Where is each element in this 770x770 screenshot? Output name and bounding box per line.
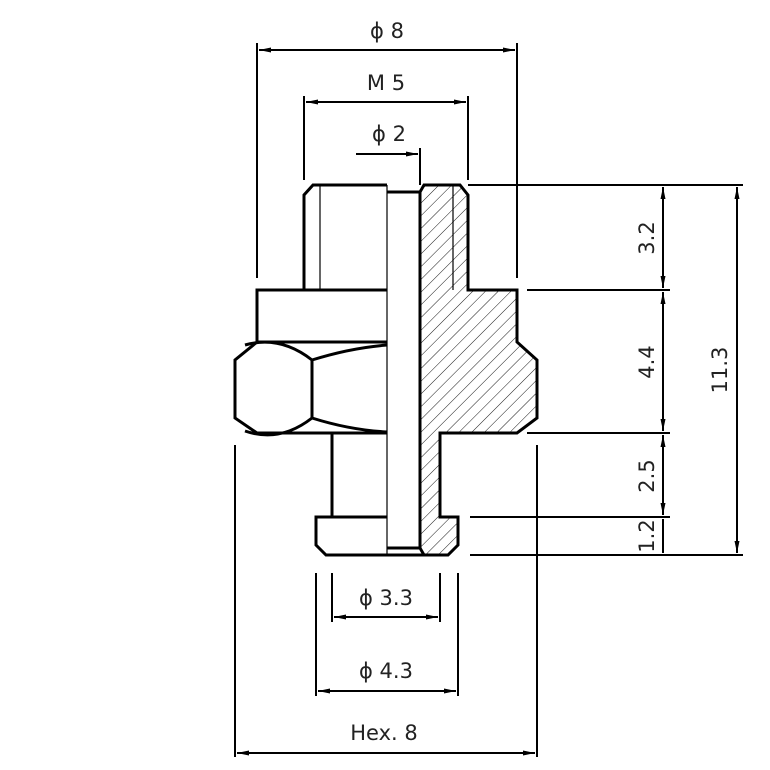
label-thread: M 5 bbox=[367, 71, 405, 95]
hex-face-left bbox=[244, 340, 314, 437]
label-hex: Hex. 8 bbox=[350, 721, 417, 745]
label-overall-length: 11.3 bbox=[708, 347, 732, 394]
hex-outline bbox=[233, 340, 387, 435]
extension-lines bbox=[234, 43, 743, 757]
flange-outline bbox=[255, 288, 387, 344]
collar-outline bbox=[314, 515, 387, 557]
label-bore: ϕ 2 bbox=[372, 122, 406, 146]
thread-outline bbox=[302, 183, 387, 290]
dimension-lines bbox=[237, 47, 740, 756]
section-hatch bbox=[418, 183, 539, 557]
label-hex-height: 4.4 bbox=[635, 345, 659, 378]
part-section bbox=[418, 183, 539, 557]
label-collar-diameter: ϕ 4.3 bbox=[359, 659, 413, 683]
hex-face-right bbox=[311, 343, 388, 434]
label-thread-length: 3.2 bbox=[635, 221, 659, 254]
part-view bbox=[233, 183, 424, 557]
label-collar-height: 1.2 bbox=[635, 519, 659, 552]
dimension-labels: ϕ 8 M 5 ϕ 2 ϕ 3.3 ϕ 4.3 Hex. 8 3.2 4.4 2… bbox=[350, 19, 732, 745]
label-shank-length: 2.5 bbox=[635, 459, 659, 492]
label-groove-diameter: ϕ 3.3 bbox=[359, 586, 413, 610]
label-outer-diameter: ϕ 8 bbox=[370, 19, 404, 43]
